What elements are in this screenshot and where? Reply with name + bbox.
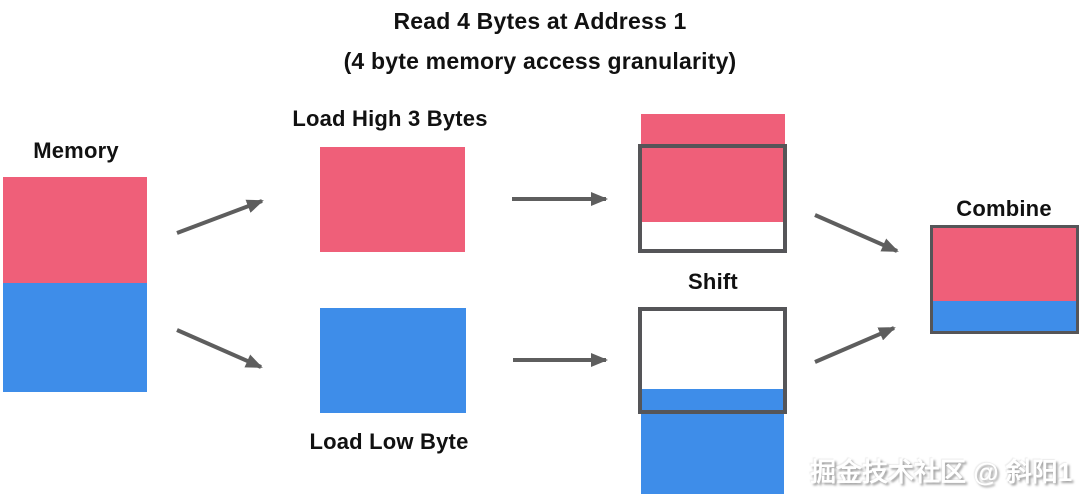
- memory-high-bytes-block: [3, 177, 147, 283]
- diagram-title: Read 4 Bytes at Address 1: [393, 8, 687, 34]
- shift-high-bytes-block: [641, 114, 785, 222]
- arrow-memory-to-high: [176, 199, 264, 235]
- shift-low-register-box: [638, 307, 787, 414]
- shift-high-register-box: [638, 144, 787, 253]
- memory-low-byte-block: [3, 283, 147, 392]
- load-high-label: Load High 3 Bytes: [292, 106, 488, 131]
- loaded-high-bytes-block: [320, 147, 465, 252]
- combine-high-bytes-fill: [933, 228, 1076, 301]
- load-low-label: Load Low Byte: [309, 429, 469, 454]
- shift-label: Shift: [688, 269, 738, 294]
- arrow-shift-low-to-combine: [814, 326, 896, 364]
- shift-low-byte-block: [641, 389, 784, 494]
- diagram-subtitle: (4 byte memory access granularity): [343, 48, 737, 74]
- memory-label: Memory: [33, 138, 119, 163]
- combine-label: Combine: [956, 196, 1052, 221]
- arrow-shift-high-to-combine: [814, 213, 899, 253]
- combine-result-box: [930, 225, 1079, 334]
- watermark-text: 掘金技术社区 @ 斜阳1: [810, 457, 1073, 487]
- combine-low-byte-fill: [933, 301, 1076, 331]
- arrow-memory-to-low: [176, 328, 263, 369]
- loaded-low-byte-block: [320, 308, 466, 413]
